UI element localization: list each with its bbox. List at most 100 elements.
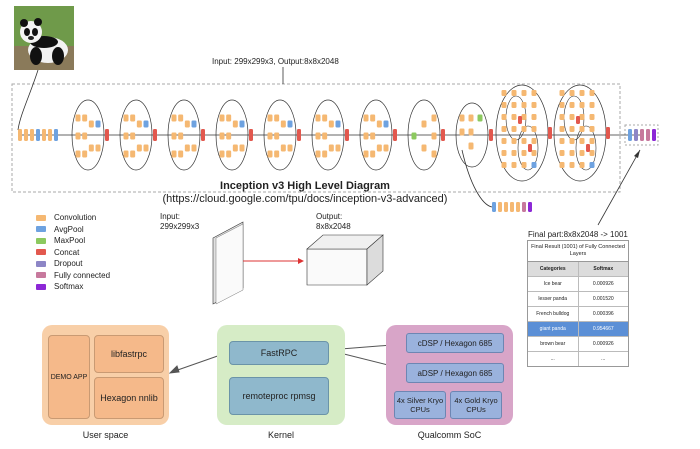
aux-layer	[528, 202, 532, 212]
module-layer	[521, 150, 527, 156]
concat-layer	[105, 129, 109, 141]
qualcomm-soc-panel: cDSP / Hexagon 685 aDSP / Hexagon 685 4x…	[386, 325, 513, 425]
module-layer	[521, 102, 527, 108]
legend-item-maxpool: MaxPool	[36, 235, 146, 247]
module-layer	[315, 150, 321, 158]
result-table: Final Result (1001) of Fully Connected L…	[527, 240, 629, 367]
module-layer	[569, 138, 575, 144]
module-layer	[75, 114, 81, 122]
module-layer	[559, 150, 565, 156]
module-layer	[335, 144, 341, 152]
silver-cpus-box[interactable]: 4x Silver Kryo CPUs	[394, 391, 446, 419]
module-layer	[171, 114, 177, 122]
final-layer	[652, 129, 656, 141]
concat-layer	[441, 129, 445, 141]
module-layer	[328, 144, 334, 152]
concat-layer	[249, 129, 253, 141]
remoteproc-rpmsg-box[interactable]: remoteproc rpmsg	[229, 377, 329, 415]
module-layer	[589, 138, 595, 144]
module-layer	[232, 144, 238, 152]
module-layer	[95, 144, 101, 152]
stem-layer	[54, 129, 58, 141]
inception-module	[71, 99, 109, 171]
result-table-title: Final Result (1001) of Fully Connected L…	[528, 241, 628, 262]
tensor-input-label: Input:299x299x3	[160, 212, 200, 231]
module-layer	[501, 150, 507, 156]
panda-image	[14, 6, 74, 70]
module-layer	[322, 150, 328, 158]
module-layer	[531, 162, 537, 168]
final-part-arrow	[597, 149, 641, 226]
tensor-arrowhead	[298, 258, 304, 264]
fastrpc-box[interactable]: FastRPC	[229, 341, 329, 365]
aux-branch-curve	[461, 149, 493, 208]
module-layer	[370, 150, 376, 158]
aux-layer	[510, 202, 514, 212]
module-layer	[531, 114, 537, 120]
module-layer	[511, 114, 517, 120]
module-layer	[171, 132, 177, 140]
module-layer	[184, 144, 190, 152]
libfastrpc-box[interactable]: libfastrpc	[94, 335, 164, 373]
module-layer	[219, 132, 225, 140]
cdsp-box[interactable]: cDSP / Hexagon 685	[406, 333, 504, 353]
module-layer	[82, 114, 88, 122]
stem-layer	[30, 129, 34, 141]
hexagon-nnlib-box[interactable]: Hexagon nnlib	[94, 377, 164, 419]
legend-item-softmax: Softmax	[36, 281, 146, 293]
module-layer	[589, 162, 595, 168]
adsp-box[interactable]: aDSP / Hexagon 685	[406, 363, 504, 383]
module-layer	[123, 132, 129, 140]
module-layer	[531, 138, 537, 144]
module-layer	[521, 138, 527, 144]
final-layer	[646, 129, 650, 141]
module-layer	[239, 144, 245, 152]
demo-app-box[interactable]: DEMO APP	[48, 335, 90, 419]
module-layer	[88, 120, 94, 128]
module-layer	[579, 150, 585, 156]
module-layer	[239, 120, 245, 128]
module-layer	[569, 126, 575, 132]
module-layer	[501, 126, 507, 132]
module-layer	[363, 114, 369, 122]
module-layer	[511, 126, 517, 132]
concat-layer	[345, 129, 349, 141]
module-layer	[267, 132, 273, 140]
module-layer	[363, 150, 369, 158]
module-layer	[559, 126, 565, 132]
network-frame	[11, 83, 621, 193]
module-layer	[559, 114, 565, 120]
module-layer	[123, 150, 129, 158]
final-part-arrowhead	[634, 150, 640, 158]
module-layer	[328, 120, 334, 128]
legend: Convolution AvgPool MaxPool Concat Dropo…	[36, 212, 146, 293]
module-layer	[531, 102, 537, 108]
module-layer	[569, 90, 575, 96]
module-layer	[521, 90, 527, 96]
module-layer	[477, 114, 483, 122]
module-layer	[136, 120, 142, 128]
legend-item-fully-connected: Fully connected	[36, 270, 146, 282]
stem-layer	[24, 129, 28, 141]
module-layer	[383, 120, 389, 128]
module-layer	[178, 132, 184, 140]
module-layer	[521, 126, 527, 132]
module-layer	[531, 90, 537, 96]
module-layer	[143, 144, 149, 152]
module-layer	[136, 144, 142, 152]
gold-cpus-box[interactable]: 4x Gold Kryo CPUs	[450, 391, 502, 419]
reduction-module	[455, 102, 493, 168]
module-layer	[579, 102, 585, 108]
diagram-source-url[interactable]: (https://cloud.google.com/tpu/docs/incep…	[162, 193, 448, 205]
module-layer	[191, 144, 197, 152]
inception-module	[119, 99, 157, 171]
concat-layer	[297, 129, 301, 141]
reduction-module	[407, 99, 445, 171]
module-layer	[431, 114, 437, 122]
module-layer	[511, 162, 517, 168]
module-layer	[376, 120, 382, 128]
module-layer	[315, 132, 321, 140]
legend-item-dropout: Dropout	[36, 258, 146, 270]
module-layer	[501, 102, 507, 108]
